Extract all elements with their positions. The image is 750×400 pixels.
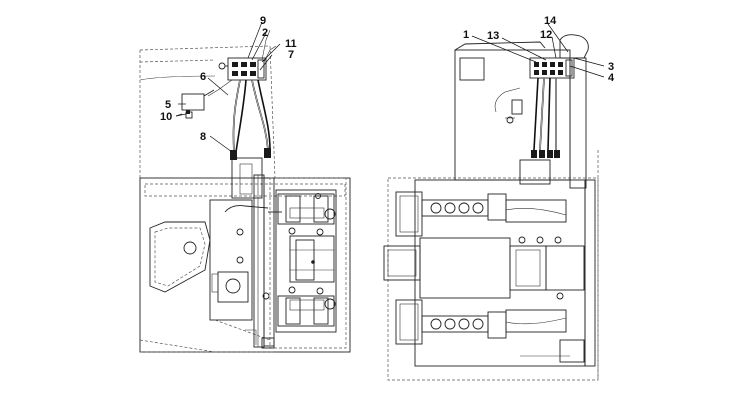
roller-assembly-lower [395,299,567,345]
callout-6: 6 [200,71,206,83]
callout-1: 1 [463,29,469,41]
fitting-5-10 [175,89,215,119]
roller-assembly-upper [395,191,567,237]
right-leaders [471,23,605,78]
callout-2: 2 [262,27,268,39]
callout-4: 4 [608,72,615,84]
callout-13: 13 [487,30,499,42]
hose-bundle-right [531,77,560,158]
hose-bundle-left [207,29,277,160]
left-view: 9 2 11 7 6 5 10 8 [139,15,351,353]
center-cylinder [383,236,585,300]
callout-7: 7 [288,49,294,61]
cylinder-assembly-center [289,235,335,283]
left-leaders [175,21,281,153]
callout-10: 10 [160,111,172,123]
callout-5: 5 [165,99,171,111]
callout-3: 3 [608,61,614,73]
cylinder-assembly-lower [277,295,336,327]
callout-11: 11 [285,38,297,50]
callout-12: 12 [540,29,552,41]
valve-block-left [218,57,267,81]
valve-block-right [529,57,575,79]
callout-14: 14 [544,15,557,27]
callout-8: 8 [200,131,206,143]
right-view: 14 1 13 12 3 4 [383,15,615,381]
cylinder-assembly-upper [277,193,336,225]
callout-9: 9 [260,15,266,27]
